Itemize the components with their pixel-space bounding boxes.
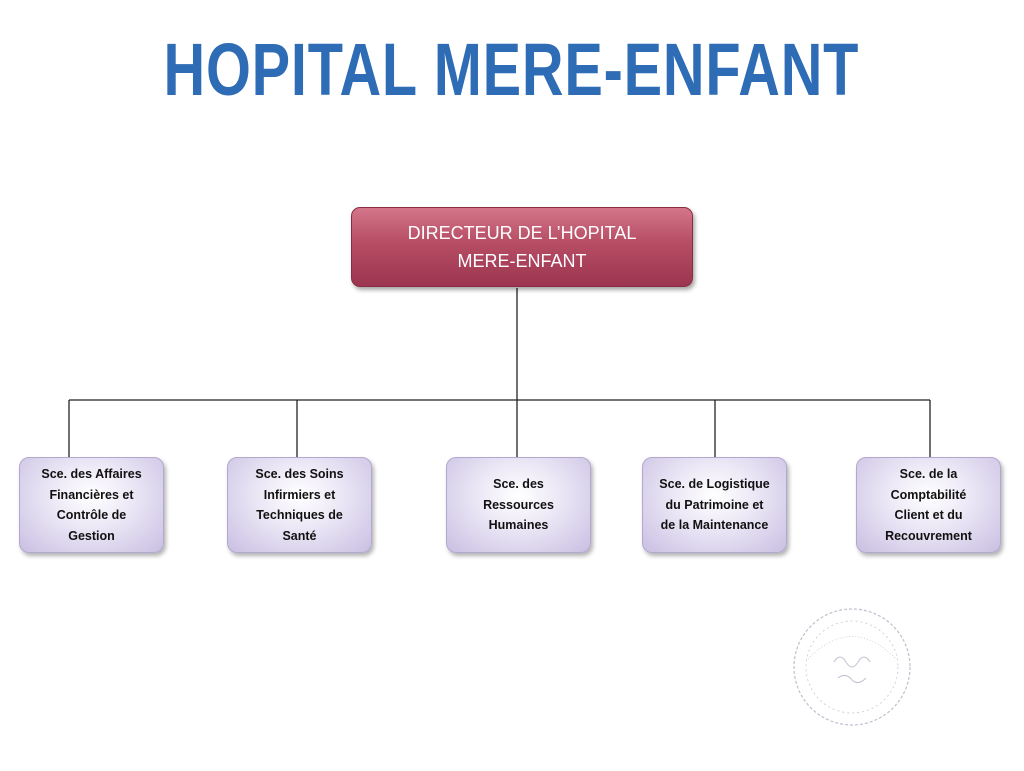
service-1-line-3: Contrôle de bbox=[56, 508, 127, 522]
service-5-line-3: Client et du bbox=[894, 508, 963, 522]
service-1-line-4: Gestion bbox=[68, 528, 115, 543]
official-stamp-icon bbox=[793, 608, 911, 726]
page-title: HOPITAL MERE-ENFANT bbox=[163, 28, 860, 111]
service-2-line-3: Techniques de bbox=[256, 508, 343, 522]
service-2-line-1: Sce. des Soins bbox=[255, 467, 344, 481]
service-5-line-2: Comptabilité bbox=[890, 487, 967, 502]
service-2-line-4: Santé bbox=[282, 528, 317, 543]
director-box: DIRECTEUR DE L’HOPITAL MERE-ENFANT bbox=[351, 207, 693, 287]
service-3-line-1: Sce. des bbox=[493, 477, 544, 492]
service-box-soins-infirmiers: Sce. des Soins Infirmiers et Techniques … bbox=[227, 457, 372, 553]
service-box-comptabilite-client: Sce. de la Comptabilité Client et du Rec… bbox=[856, 457, 1001, 553]
service-1-line-1: Sce. des Affaires bbox=[41, 467, 142, 481]
service-box-ressources-humaines: Sce. des Ressources Humaines bbox=[446, 457, 591, 553]
director-line-1: DIRECTEUR DE L’HOPITAL bbox=[407, 223, 637, 243]
service-4-line-2: du Patrimoine et bbox=[665, 497, 764, 512]
service-5-line-4: Recouvrement bbox=[885, 528, 972, 543]
service-3-line-3: Humaines bbox=[488, 518, 549, 533]
director-line-2: MERE-ENFANT bbox=[457, 251, 587, 271]
service-2-line-2: Infirmiers et bbox=[263, 487, 336, 502]
service-3-line-2: Ressources bbox=[483, 497, 554, 512]
service-5-line-1: Sce. de la bbox=[899, 467, 958, 481]
service-box-logistique-patrimoine: Sce. de Logistique du Patrimoine et de l… bbox=[642, 457, 787, 553]
service-4-line-3: de la Maintenance bbox=[660, 518, 769, 533]
service-1-line-2: Financières et bbox=[49, 487, 134, 502]
service-box-affaires-financieres: Sce. des Affaires Financières et Contrôl… bbox=[19, 457, 164, 553]
service-4-line-1: Sce. de Logistique bbox=[659, 477, 770, 492]
